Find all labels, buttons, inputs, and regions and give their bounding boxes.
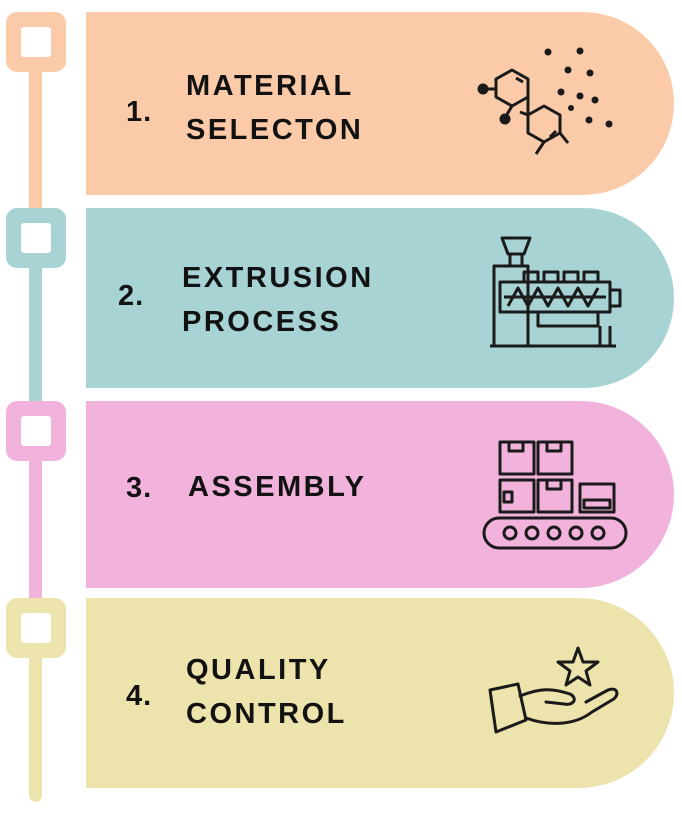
step-number-4: 4. bbox=[126, 680, 153, 712]
step-title-2: EXTRUSION PROCESS bbox=[182, 262, 374, 338]
step-number-3: 3. bbox=[126, 472, 153, 504]
step-card-3 bbox=[86, 401, 674, 588]
conveyor-boxes-icon bbox=[480, 436, 630, 556]
timeline-line-1 bbox=[29, 40, 42, 215]
hand-star-icon bbox=[482, 640, 632, 750]
molecule-icon bbox=[470, 42, 630, 172]
timeline-marker-2 bbox=[6, 208, 66, 268]
step-number-1: 1. bbox=[126, 96, 153, 128]
timeline-marker-1 bbox=[6, 12, 66, 72]
step-number-2: 2. bbox=[118, 280, 145, 312]
step-title-1: MATERIAL SELECTON bbox=[186, 70, 364, 146]
step-card-4 bbox=[86, 598, 674, 788]
timeline-marker-4 bbox=[6, 598, 66, 658]
step-title-4: QUALITY CONTROL bbox=[186, 654, 347, 730]
extruder-machine-icon bbox=[480, 232, 630, 357]
timeline-line-4 bbox=[29, 610, 42, 802]
step-card-1 bbox=[86, 12, 674, 195]
timeline-marker-3 bbox=[6, 401, 66, 461]
step-title-3: ASSEMBLY bbox=[188, 471, 367, 503]
